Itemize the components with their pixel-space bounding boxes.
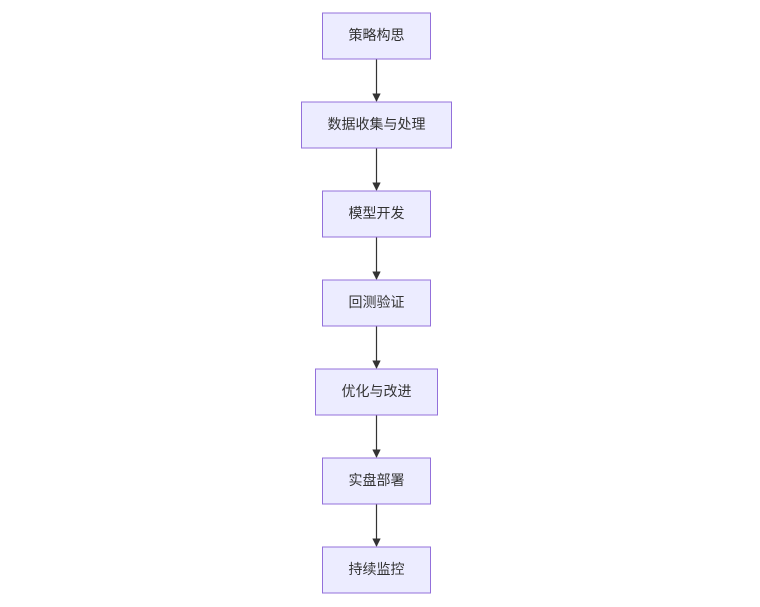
node-strategy-ideation[interactable]: 策略构思 [322,12,431,60]
node-continuous-monitoring[interactable]: 持续监控 [322,546,431,594]
node-label: 实盘部署 [349,472,405,489]
node-optimization[interactable]: 优化与改进 [315,368,438,416]
node-data-collection[interactable]: 数据收集与处理 [301,101,452,149]
node-label: 策略构思 [349,27,405,44]
node-label: 优化与改进 [342,384,412,400]
node-label: 数据收集与处理 [328,116,426,133]
node-backtest-validation[interactable]: 回测验证 [322,279,431,327]
nodes-group: 策略构思 数据收集与处理 模型开发 回测验证 优化与改进 实盘部署 持续监控 [301,12,452,594]
node-label: 持续监控 [349,561,405,578]
node-live-deployment[interactable]: 实盘部署 [322,457,431,505]
node-label: 回测验证 [349,295,405,311]
node-model-development[interactable]: 模型开发 [322,190,431,238]
node-label: 模型开发 [349,206,405,222]
